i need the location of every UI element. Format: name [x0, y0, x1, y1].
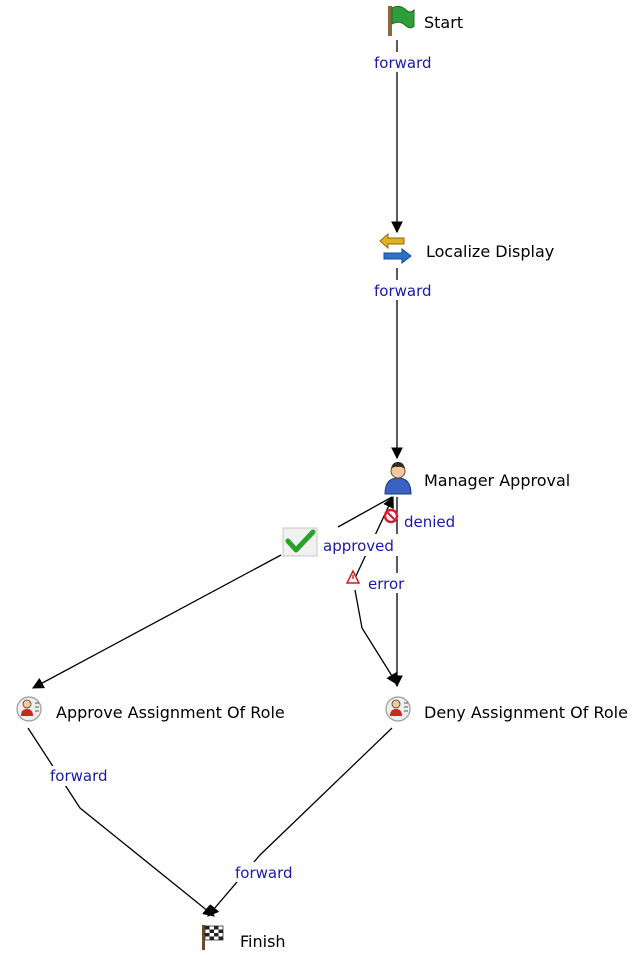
node-start[interactable]: Start	[388, 5, 463, 36]
warning-icon	[345, 569, 361, 584]
node-manager-approval[interactable]: Manager Approval	[384, 462, 570, 495]
node-manager-approval-label: Manager Approval	[424, 471, 570, 490]
edge-label-approve-forward-text: forward	[50, 767, 108, 785]
edge-label-start-forward: forward	[372, 52, 438, 72]
edge-label-error-text: error	[368, 575, 405, 593]
edge-label-denied-text: denied	[404, 513, 455, 531]
edge-label-approve-forward: forward	[48, 766, 114, 786]
swap-arrows-icon	[379, 232, 412, 265]
edge-label-denied: denied	[383, 508, 462, 531]
node-approve-assignment[interactable]: Approve Assignment Of Role	[16, 696, 285, 722]
edge-deny-role-to-finish[interactable]	[207, 727, 393, 917]
node-finish[interactable]: Finish	[202, 925, 286, 951]
node-start-label: Start	[424, 13, 463, 32]
checkmark-icon	[282, 527, 318, 557]
node-deny-assignment-label: Deny Assignment Of Role	[424, 703, 628, 722]
edge-label-deny-forward: forward	[233, 862, 299, 882]
edge-label-deny-forward-text: forward	[235, 864, 293, 882]
person-badge-icon	[16, 696, 42, 722]
checkered-flag-icon	[202, 925, 224, 950]
edge-label-start-forward-text: forward	[374, 54, 432, 72]
edge-label-localize-forward: forward	[372, 280, 438, 300]
node-approve-assignment-label: Approve Assignment Of Role	[56, 703, 285, 722]
edge-label-localize-forward-text: forward	[374, 282, 432, 300]
node-deny-assignment[interactable]: Deny Assignment Of Role	[385, 696, 628, 722]
edge-label-approved-text: approved	[323, 537, 394, 555]
node-localize-display-label: Localize Display	[426, 242, 554, 261]
edge-approve-role-to-finish[interactable]	[27, 727, 215, 917]
node-finish-label: Finish	[240, 932, 286, 951]
person-badge-icon	[385, 696, 411, 722]
edge-manager-to-approve-role[interactable]	[31, 496, 393, 689]
node-localize-display[interactable]: Localize Display	[379, 232, 554, 265]
user-icon	[384, 462, 412, 495]
green-flag-icon	[388, 5, 415, 36]
edge-label-approved: approved	[282, 527, 404, 557]
deny-icon	[383, 508, 399, 524]
edge-label-error: error	[345, 569, 406, 593]
